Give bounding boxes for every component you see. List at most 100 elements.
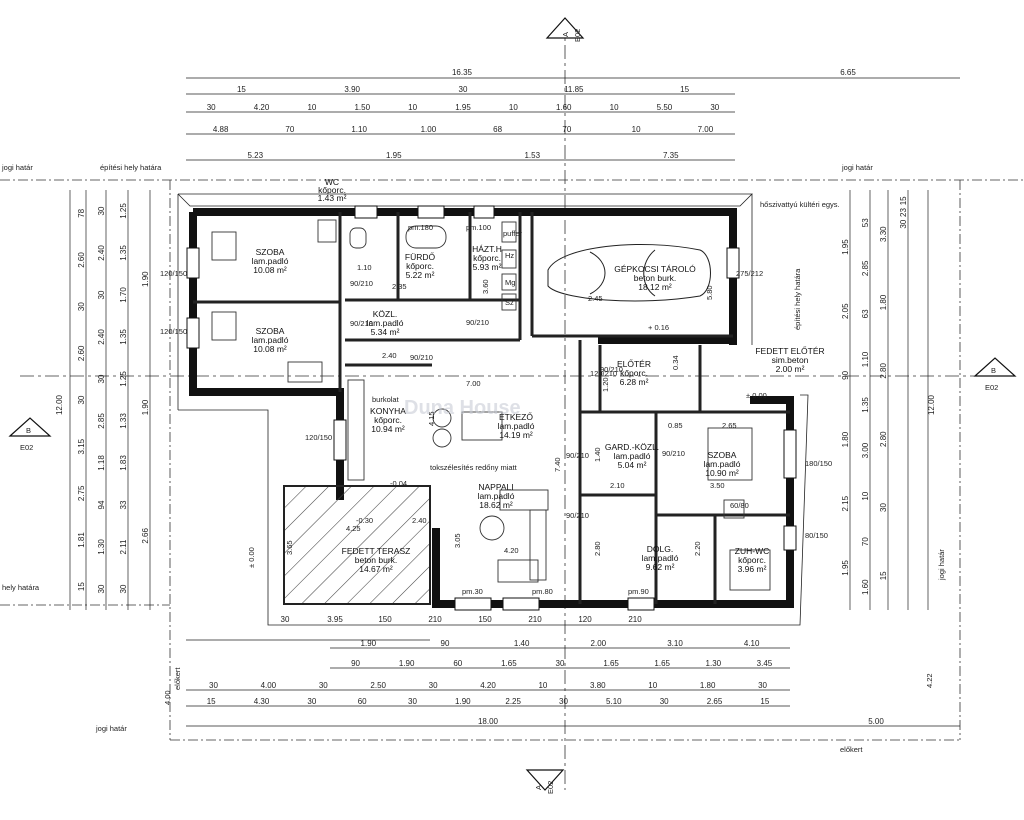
svg-text:5.93 m²: 5.93 m²: [473, 262, 502, 272]
dim-top-row4: 7.00: [698, 125, 714, 134]
section-a-top: A E02: [545, 17, 585, 42]
dim-left-col2: 1.18: [97, 455, 106, 471]
dim-right-col4: 30: [899, 219, 908, 228]
dim-top-row2: 15: [237, 85, 246, 94]
svg-text:beton burk.: beton burk.: [634, 273, 677, 283]
dim-left-col1: 2.60: [77, 252, 86, 268]
dim-bottom-row1: 150: [478, 615, 492, 624]
svg-text:hely határa: hely határa: [2, 583, 40, 592]
dim-right-col3: 3.30: [879, 226, 888, 242]
dim-right-col3: 30: [879, 503, 888, 512]
dim-left-col1: 30: [77, 395, 86, 404]
dim-right-col1: 2.05: [841, 303, 850, 319]
svg-text:építési hely határa: építési hely határa: [793, 268, 802, 330]
svg-text:hőszivattyú kültéri egys.: hőszivattyú kültéri egys.: [760, 200, 840, 209]
dim-left-col3: 30: [119, 584, 128, 593]
dim-left-col2: 2.40: [97, 329, 106, 345]
windows: [186, 205, 797, 611]
svg-text:5.04 m²: 5.04 m²: [618, 460, 647, 470]
svg-text:A: A: [561, 32, 570, 37]
dim-left-col3: 33: [119, 500, 128, 509]
dim-left-col1: 3.15: [77, 438, 86, 454]
terrace-hatch: [283, 485, 431, 605]
section-b-right: B E02: [973, 357, 1017, 392]
svg-text:jogi határ: jogi határ: [95, 724, 127, 733]
svg-text:FÜRDŐ: FÜRDŐ: [405, 252, 436, 262]
svg-text:9.62 m²: 9.62 m²: [646, 562, 675, 572]
svg-text:2.80: 2.80: [593, 541, 602, 556]
dim-left-col1: 1.81: [77, 532, 86, 548]
dim-left-col2: 30: [97, 374, 106, 383]
fixture-labels: Hz Mg Sz puffer: [503, 229, 523, 307]
svg-text:90/210: 90/210: [410, 353, 433, 362]
svg-text:2.20: 2.20: [693, 541, 702, 556]
svg-text:kőporc.: kőporc.: [738, 555, 766, 565]
dim-right-col2: 63: [861, 309, 870, 318]
svg-text:18.12 m²: 18.12 m²: [638, 282, 672, 292]
svg-text:10.08 m²: 10.08 m²: [253, 344, 287, 354]
svg-text:180/150: 180/150: [805, 459, 832, 468]
svg-text:± 0.00: ± 0.00: [746, 391, 767, 400]
dim-bottom-row2: 2.00: [591, 639, 607, 648]
dim-left-col3: 2.11: [119, 539, 128, 555]
svg-text:1.10: 1.10: [357, 263, 372, 272]
svg-text:kőporc.: kőporc.: [318, 185, 346, 195]
dim-bottom-row3: 30: [556, 659, 565, 668]
plan-notes: jogi határ építési hely határa jogi hatá…: [1, 163, 946, 754]
svg-text:90/210: 90/210: [662, 449, 685, 458]
dim-bottom-row1: 210: [528, 615, 542, 624]
svg-text:7.00: 7.00: [466, 379, 481, 388]
svg-text:előkert: előkert: [173, 667, 182, 690]
dim-left-col3: 1.83: [119, 455, 128, 471]
dim-bottom-row1: 120: [578, 615, 592, 624]
svg-text:SZOBA: SZOBA: [708, 450, 737, 460]
dim-bottom-row1: 210: [628, 615, 642, 624]
dim-right-col4: 23: [899, 208, 908, 217]
dim-bottom-row3: 1.65: [603, 659, 619, 668]
dim-bottom-row1: 30: [281, 615, 290, 624]
dimension-lines: [69, 77, 960, 727]
dim-bottom-row2: 90: [441, 639, 450, 648]
dim-top-row2: 11.85: [564, 85, 584, 94]
dim-right-col2: 1.60: [861, 579, 870, 595]
svg-text:kőporc.: kőporc.: [473, 253, 501, 263]
svg-text:KONYHA: KONYHA: [370, 406, 406, 416]
svg-text:Mg: Mg: [505, 278, 515, 287]
dim-left-col1: 15: [77, 582, 86, 591]
dim-right-col1: 90: [841, 370, 850, 379]
dim-right-col3: 1.80: [879, 294, 888, 310]
dim-top-row3: 30: [207, 103, 216, 112]
dim-right-col2: 70: [861, 537, 870, 546]
dim-right-col1: 1.80: [841, 431, 850, 447]
svg-text:7.40: 7.40: [553, 457, 562, 472]
dim-right-col3: 15: [879, 571, 888, 580]
svg-text:FEDETT TERASZ: FEDETT TERASZ: [342, 546, 411, 556]
dim-left-col1: 2.75: [77, 485, 86, 501]
svg-text:kőporc.: kőporc.: [374, 415, 402, 425]
svg-text:10.08 m²: 10.08 m²: [253, 265, 287, 275]
svg-text:90/210: 90/210: [566, 451, 589, 460]
dim-bottom-row5: 60: [358, 697, 367, 706]
dim-bottom-row3: 1.65: [654, 659, 670, 668]
dim-top-row2: 3.90: [344, 85, 360, 94]
dim-bottom-row4: 30: [319, 681, 328, 690]
svg-text:B: B: [26, 426, 31, 435]
svg-text:WC: WC: [325, 177, 339, 187]
svg-text:jogi határ: jogi határ: [841, 163, 873, 172]
dim-bottom-row3: 1.90: [399, 659, 415, 668]
dim-bottom-row5: 30: [408, 697, 417, 706]
svg-text:5.22 m²: 5.22 m²: [406, 270, 435, 280]
dim-bottom-row4: 30: [209, 681, 218, 690]
svg-text:2.10: 2.10: [610, 481, 625, 490]
dim-top-row5: 7.35: [663, 151, 679, 160]
svg-text:lam.padló: lam.padló: [704, 459, 741, 469]
